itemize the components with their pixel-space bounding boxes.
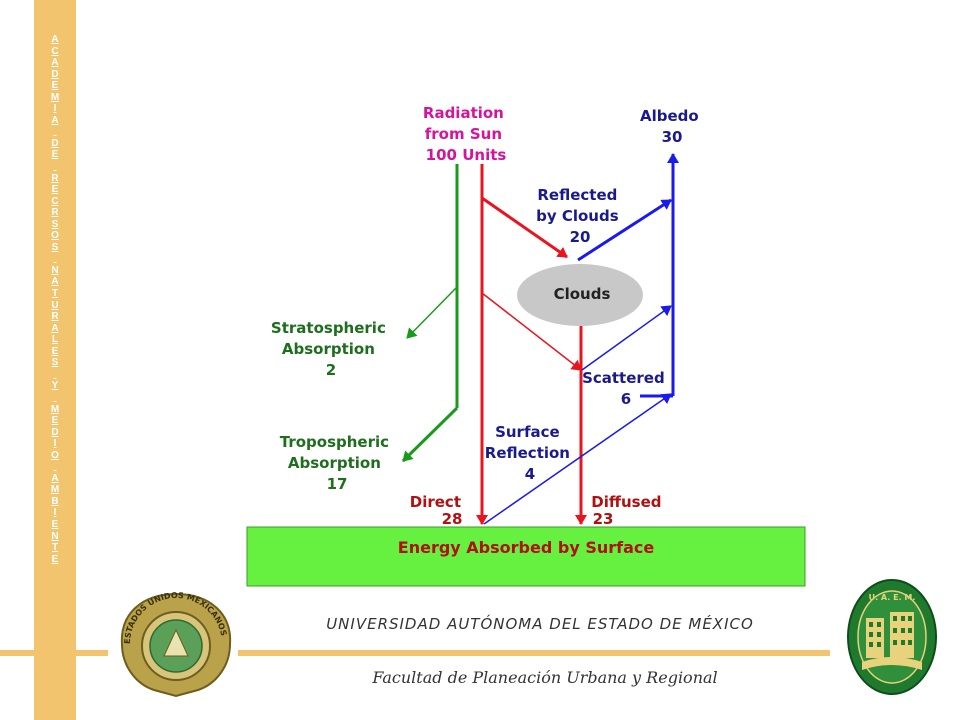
sidebar-letter: E [51, 80, 59, 92]
to-clouds-arrow [481, 196, 568, 259]
sidebar-letter: S [51, 357, 59, 369]
reflected-label: Reflected by Clouds 20 [536, 186, 624, 246]
clouds-label: Clouds [554, 285, 611, 303]
sidebar-letter: U [51, 299, 59, 311]
surface-reflection-line-1: Surface [495, 423, 560, 441]
albedo-label: Albedo 30 [640, 107, 704, 146]
radiation-line-3: 100 Units [426, 146, 507, 164]
stratospheric-arrow [406, 286, 458, 339]
sidebar-letter: S [51, 241, 59, 253]
mexican-seal-icon: ESTADOS UNIDOS MEXICANOS [120, 591, 232, 698]
sidebar-letter: R [51, 172, 59, 184]
sidebar-letter: D [51, 137, 59, 149]
tropospheric-arrow [401, 406, 459, 463]
radiation-line-1: Radiation [423, 104, 504, 122]
sidebar-letter: I [53, 507, 57, 519]
sidebar-letter: O [51, 230, 59, 242]
sidebar-letter: A [51, 34, 59, 45]
university-name: UNIVERSIDAD AUTÓNOMA DEL ESTADO DE MÉXIC… [326, 615, 754, 633]
sidebar-letter: E [51, 149, 59, 161]
sidebar-letter: O [51, 449, 59, 461]
sidebar-letter: B [51, 495, 59, 507]
stratospheric-line-3: 2 [326, 361, 336, 379]
scattered-up-arrow [581, 305, 672, 371]
sidebar-letter: E [51, 553, 59, 565]
scattered-line-2: 6 [621, 390, 631, 408]
stratospheric-label: Stratospheric Absorption 2 [271, 319, 391, 379]
surface-reflection-line-2: Reflection [485, 444, 570, 462]
seal-right-text: U. A. E. M. [869, 593, 916, 602]
sidebar-letter: I [53, 103, 57, 115]
sidebar-letter: R [51, 311, 59, 323]
sidebar-letter: M [50, 91, 60, 103]
sidebar-letter: I [53, 438, 57, 450]
sidebar-letter: A [51, 276, 59, 288]
sidebar-letter: Y [51, 380, 59, 392]
sidebar-letter: A [51, 57, 59, 69]
sidebar-letter: E [51, 184, 59, 196]
faculty-name: Facultad de Planeación Urbana y Regional [372, 668, 718, 687]
surface-reflection-arrow [483, 393, 672, 525]
surface-box [246, 526, 806, 587]
sidebar-letter: A [51, 322, 59, 334]
sidebar-letter: N [51, 264, 59, 276]
diffused-line-2: 23 [593, 510, 614, 528]
sidebar-letter: E [51, 518, 59, 530]
sidebar-letter: D [51, 68, 59, 80]
tropospheric-line-2: Absorption [288, 454, 381, 472]
reflected-arrow [577, 198, 672, 262]
sidebar-letter: A [51, 114, 59, 126]
sidebar-letter: S [51, 218, 59, 230]
sidebar-letter: E [51, 415, 59, 427]
sidebar-letter: A [51, 472, 59, 484]
footer-band-right [238, 650, 830, 656]
stratospheric-line-1: Stratospheric [271, 319, 386, 337]
albedo-line-1: Albedo [640, 107, 699, 125]
scattered-line-1: Scattered [582, 369, 665, 387]
tropospheric-line-1: Tropospheric [280, 433, 389, 451]
stratospheric-line-2: Absorption [282, 340, 375, 358]
clouds-ellipse [517, 264, 643, 326]
sidebar-letter: E [51, 345, 59, 357]
scattered-label: Scattered 6 [582, 369, 670, 408]
direct-line-2: 28 [442, 510, 463, 528]
radiation-line-2: from Sun [425, 125, 502, 143]
reflected-line-2: by Clouds [536, 207, 619, 225]
direct-line-1: Direct [410, 493, 461, 511]
direct-label: Direct 28 [410, 493, 466, 528]
surface-reflection-label: Surface Reflection 4 [485, 423, 575, 483]
tropospheric-label: Tropospheric Absorption 17 [280, 433, 395, 493]
tropospheric-line-3: 17 [327, 475, 348, 493]
sidebar-letter: L [51, 334, 59, 346]
uaem-seal-icon: U. A. E. M. [847, 579, 937, 695]
reflected-line-1: Reflected [537, 186, 617, 204]
albedo-line-2: 30 [662, 128, 683, 146]
surface-reflection-line-3: 4 [525, 465, 535, 483]
diffused-line-1: Diffused [591, 493, 661, 511]
sidebar-letter: C [51, 195, 59, 207]
sidebar-letter: R [51, 207, 59, 219]
energy-label: Energy Absorbed by Surface [398, 538, 655, 557]
diffused-label: Diffused 23 [591, 493, 667, 528]
to-scattered-arrow [481, 292, 582, 371]
reflected-line-3: 20 [570, 228, 591, 246]
sidebar-letter: M [50, 484, 60, 496]
sidebar-letter: C [51, 45, 59, 57]
sidebar-letter: T [51, 288, 59, 300]
sidebar-letter: D [51, 426, 59, 438]
sidebar-letter: M [50, 403, 60, 415]
radiation-label: Radiation from Sun 100 Units [423, 104, 509, 164]
sidebar-letter: T [51, 542, 59, 554]
sidebar-letter: N [51, 530, 59, 542]
footer-band-left [0, 650, 108, 656]
